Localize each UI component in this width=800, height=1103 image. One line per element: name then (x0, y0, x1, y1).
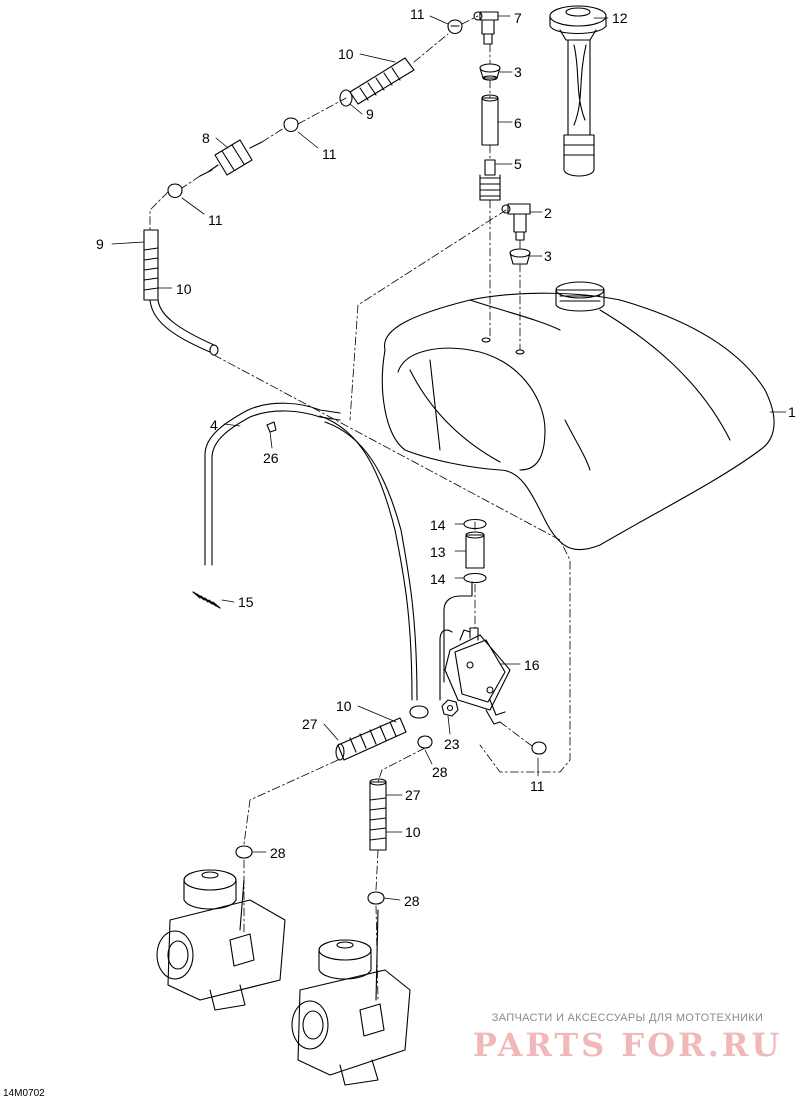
clamp-28-right (367, 891, 385, 905)
check-valve (479, 159, 501, 201)
clip-26 (266, 421, 277, 433)
callout-10: 10 (405, 824, 421, 840)
clamp-14-lower (463, 572, 487, 584)
callout-4: 4 (210, 417, 218, 433)
callout-11: 11 (208, 212, 223, 228)
callout-15: 15 (238, 594, 254, 610)
clamp-28-mid (417, 735, 433, 749)
callout-9: 9 (366, 106, 374, 122)
callout-12: 12 (612, 10, 628, 26)
vent-hose-short (481, 94, 499, 146)
callout-3: 3 (514, 64, 522, 80)
left-fuel-line (143, 229, 219, 356)
hose-clamp-left (167, 183, 183, 199)
clamp-11-pump (531, 741, 547, 755)
callout-7: 7 (514, 10, 522, 26)
fuel-gauge-assembly (549, 5, 607, 177)
grommet-upper (479, 63, 501, 81)
upper-fuel-hose (339, 57, 415, 107)
callout-11: 11 (530, 778, 545, 794)
callout-2: 2 (544, 205, 552, 221)
callout-28: 28 (270, 845, 286, 861)
hose-clamp-top (447, 19, 463, 35)
callout-10: 10 (336, 698, 352, 714)
clamp-28-left (235, 845, 253, 859)
callout-23: 23 (444, 736, 460, 752)
figure-code: 14M0702 (3, 1088, 45, 1099)
grommet-lower (509, 248, 531, 265)
callout-10: 10 (176, 281, 192, 297)
callout-28: 28 (404, 893, 420, 909)
callout-6: 6 (514, 115, 522, 131)
carburetor-right (291, 909, 411, 1086)
callout-11: 11 (322, 146, 337, 162)
fuel-pump (444, 627, 511, 725)
watermark-tagline: ЗАПЧАСТИ И АКСЕССУАРЫ ДЛЯ МОТОТЕХНИКИ (491, 1012, 764, 1024)
callout-26: 26 (263, 450, 279, 466)
callout-1: 1 (788, 404, 796, 420)
callout-14: 14 (430, 517, 446, 533)
spring (192, 591, 221, 609)
callout-3: 3 (544, 248, 552, 264)
callout-9: 9 (96, 236, 104, 252)
callout-11: 11 (410, 6, 425, 22)
callout-28: 28 (432, 764, 448, 780)
fuel-tank (381, 281, 775, 551)
carburetor-feed-hose (335, 717, 407, 761)
pump-outlet-line (439, 629, 453, 701)
callout-16: 16 (524, 657, 540, 673)
callout-10: 10 (338, 46, 354, 62)
connection-lines (149, 15, 571, 1001)
clamp-28-upper (409, 705, 429, 719)
nut-23 (441, 699, 459, 717)
fuel-filter (199, 139, 263, 177)
watermark-logo: PARTS FOR.RU (472, 1026, 783, 1064)
callout-14: 14 (430, 571, 446, 587)
callout-27: 27 (302, 716, 318, 732)
short-hose-13 (465, 531, 485, 569)
hose-clamp-mid (283, 117, 299, 133)
vertical-hose-27 (369, 778, 387, 851)
callout-13: 13 (430, 544, 446, 560)
vent-tee-fitting (473, 11, 499, 45)
fuel-tee-fitting (501, 203, 531, 241)
clamp-14-upper (463, 518, 487, 530)
leader-lines (111, 15, 787, 901)
callout-5: 5 (514, 156, 522, 172)
carburetor-left (156, 869, 286, 1011)
vent-tube (204, 402, 418, 701)
pump-vacuum-line (443, 581, 473, 683)
callout-8: 8 (202, 130, 210, 146)
callout-27: 27 (405, 787, 421, 803)
